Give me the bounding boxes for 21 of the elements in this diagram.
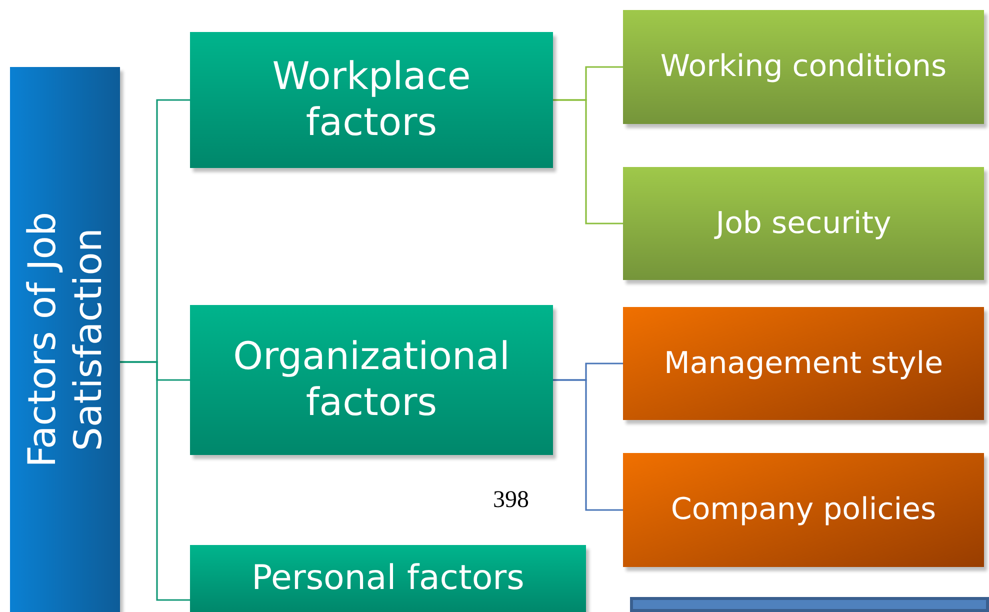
box-label: Organizational factors — [232, 334, 511, 426]
factor-box — [623, 453, 984, 567]
box-label: Company policies — [670, 492, 938, 528]
factor-box — [623, 307, 984, 420]
connector-line — [553, 379, 623, 511]
box-label: Management style — [662, 346, 944, 382]
connector-line — [553, 99, 623, 224]
category-box — [190, 305, 553, 455]
box-label: Job security — [713, 206, 892, 242]
box-label: Workplace factors — [271, 54, 472, 146]
category-box — [190, 32, 553, 168]
page-number: 398 — [493, 487, 529, 514]
connector-line — [120, 361, 190, 601]
title-text: Factors of Job Satisfaction — [19, 210, 110, 470]
box-label: Working conditions — [659, 49, 948, 85]
category-box — [190, 545, 586, 612]
title-bar — [10, 67, 120, 612]
factor-box — [623, 10, 984, 124]
factor-box — [630, 597, 989, 612]
box-label: Personal factors — [250, 558, 526, 599]
factor-box — [623, 167, 984, 280]
